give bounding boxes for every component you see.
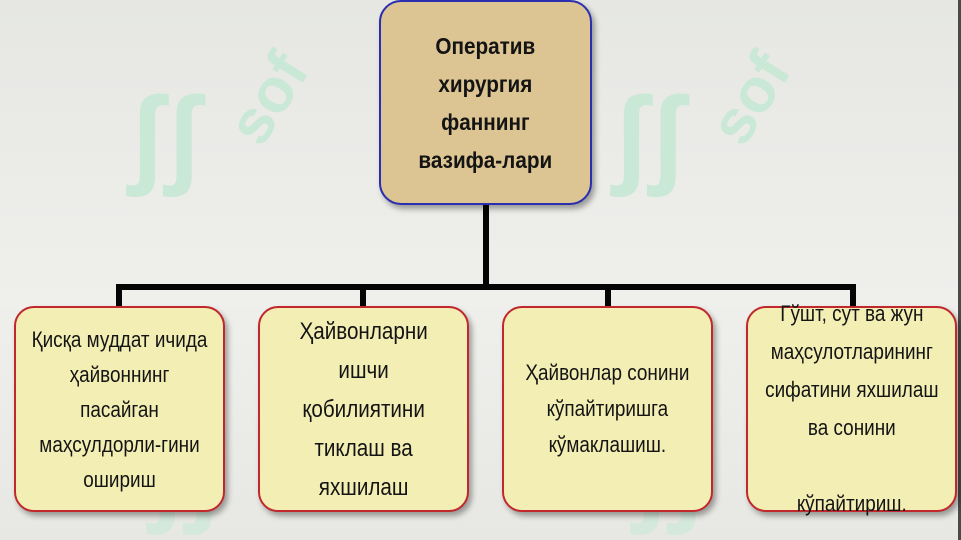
child-node-3-label: Ҳайвонлар сонини кўпайтиришга кўмаклашиш… [525,360,690,457]
connector-drop-2 [360,284,366,307]
connector-drop-4 [850,284,856,307]
child-node-1: Қисқа муддат ичида ҳайвоннинг пасайган м… [14,306,225,512]
child-node-2: Ҳайвонларни ишчи қобилиятини тиклаш ва я… [258,306,469,512]
connector-horizontal-bus [116,284,856,290]
root-node-title: Оператив хирургия фаннинг вазифа-лари [418,32,553,173]
child-node-3: Ҳайвонлар сонини кўпайтиришга кўмаклашиш… [502,306,713,512]
connector-vertical-root [483,203,489,289]
child-node-1-label: Қисқа муддат ичида ҳайвоннинг пасайган м… [31,326,208,492]
child-node-4-label: Гўшт, сут ва жун маҳсулотларининг сифати… [764,301,939,516]
slide-edge [958,0,961,540]
child-node-4: Гўшт, сут ва жун маҳсулотларининг сифати… [746,301,957,516]
connector-drop-3 [605,284,611,307]
connector-drop-1 [116,284,122,307]
child-node-2-label: Ҳайвонларни ишчи қобилиятини тиклаш ва я… [299,317,428,501]
root-node: Оператив хирургия фаннинг вазифа-лари [379,0,592,205]
